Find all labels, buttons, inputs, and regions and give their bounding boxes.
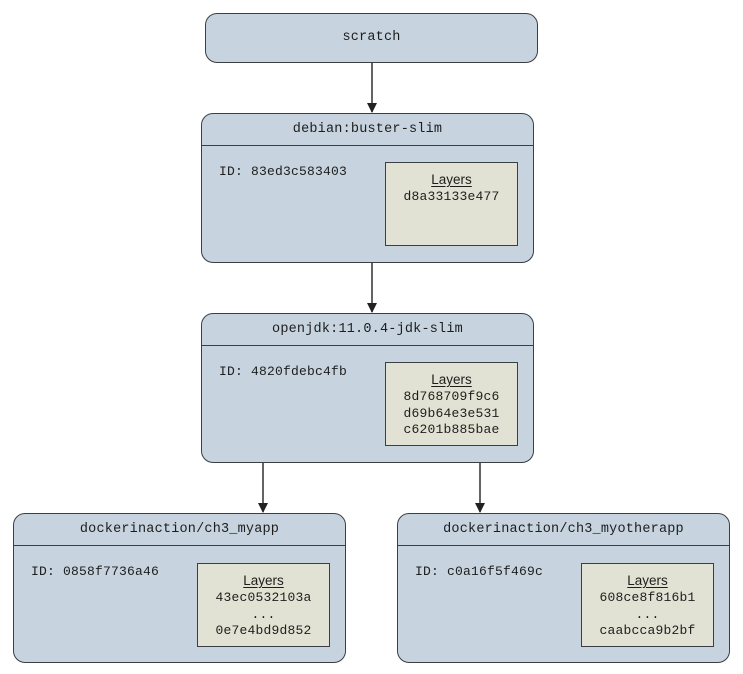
layers-heading: Layers [627, 573, 668, 588]
layer-id: caabcca9b2bf [599, 623, 696, 638]
layers-box: Layers 43ec0532103a ... 0e7e4bd9d852 [197, 563, 330, 647]
layers-box: Layers 608ce8f816b1 ... caabcca9b2bf [581, 563, 714, 647]
layers-box: Layers 8d768709f9c6 d69b64e3e531 c6201b8… [385, 362, 518, 446]
layers-heading: Layers [431, 372, 472, 387]
layer-id: c6201b885bae [403, 422, 500, 437]
layer-id: d69b64e3e531 [403, 405, 500, 421]
layer-ellipsis: ... [251, 606, 276, 622]
layer-id: 608ce8f816b1 [599, 590, 696, 605]
layer-id: 8d768709f9c6 [403, 389, 500, 404]
node-title: dockerinaction/ch3_myotherapp [398, 514, 729, 546]
node-openjdk-11-jdk-slim: openjdk:11.0.4-jdk-slim ID: 4820fdebc4fb… [201, 313, 534, 463]
layer-ellipsis: ... [635, 606, 660, 622]
image-id: ID: c0a16f5f469c [415, 564, 544, 579]
node-title: scratch [342, 30, 401, 45]
node-debian-buster-slim: debian:buster-slim ID: 83ed3c583403 Laye… [201, 113, 534, 263]
layer-id: 43ec0532103a [215, 590, 312, 605]
layers-heading: Layers [431, 172, 472, 187]
node-ch3-myapp: dockerinaction/ch3_myapp ID: 0858f7736a4… [13, 513, 346, 663]
node-title: dockerinaction/ch3_myapp [14, 514, 345, 546]
image-id: ID: 83ed3c583403 [219, 164, 348, 179]
node-title: openjdk:11.0.4-jdk-slim [202, 314, 533, 346]
layers-heading: Layers [243, 573, 284, 588]
layer-id: d8a33133e477 [403, 189, 500, 204]
image-id: ID: 0858f7736a46 [31, 564, 160, 579]
node-ch3-myotherapp: dockerinaction/ch3_myotherapp ID: c0a16f… [397, 513, 730, 663]
node-scratch: scratch [205, 13, 538, 63]
layer-id: 0e7e4bd9d852 [215, 623, 312, 638]
layers-box: Layers d8a33133e477 [385, 162, 518, 246]
node-title: debian:buster-slim [202, 114, 533, 146]
image-id: ID: 4820fdebc4fb [219, 364, 348, 379]
